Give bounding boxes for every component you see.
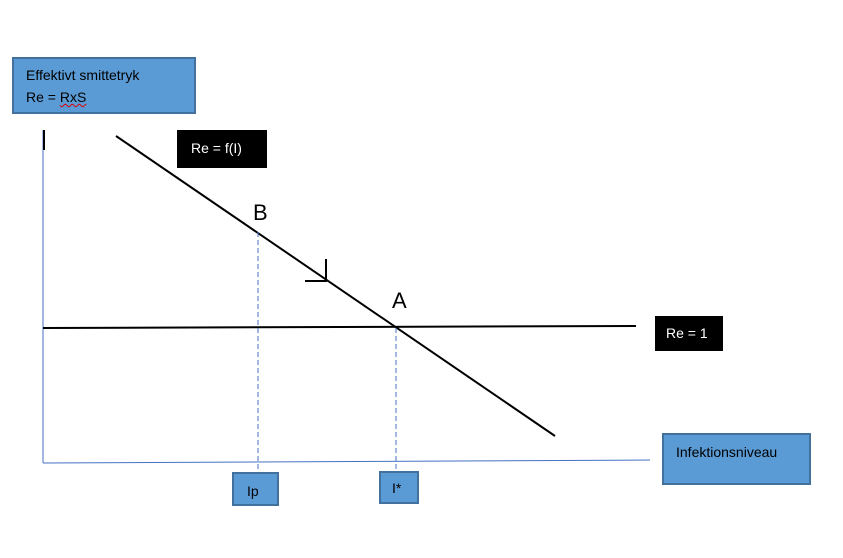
x-axis: [42, 459, 651, 464]
title-line1: Effektivt smittetryk: [26, 67, 140, 83]
title-line2: Re = RxS: [26, 86, 194, 108]
istar-marker: I*: [392, 480, 402, 496]
ip-marker: Ip: [247, 483, 259, 499]
curve-label-box: Re = f(I): [177, 130, 267, 168]
title-box: Effektivt smittetryk Re = RxS: [12, 57, 196, 114]
x-axis-label-box: Infektionsniveau: [662, 433, 811, 485]
x-axis-label: Infektionsniveau: [676, 444, 778, 460]
re-function-line: [115, 135, 556, 437]
direction-arrow-icon: [305, 259, 327, 282]
title-line2-term: RxS: [59, 89, 87, 105]
istar-marker-box: I*: [379, 471, 419, 504]
point-b-label: B: [253, 200, 268, 225]
re-equals-one-line: [42, 325, 637, 329]
curve-label: Re = f(I): [191, 140, 242, 156]
title-line2-prefix: Re =: [26, 89, 60, 105]
point-a-label: A: [392, 288, 407, 313]
threshold-label: Re = 1: [666, 325, 708, 341]
threshold-label-box: Re = 1: [655, 316, 723, 351]
ip-marker-box: Ip: [232, 472, 279, 506]
